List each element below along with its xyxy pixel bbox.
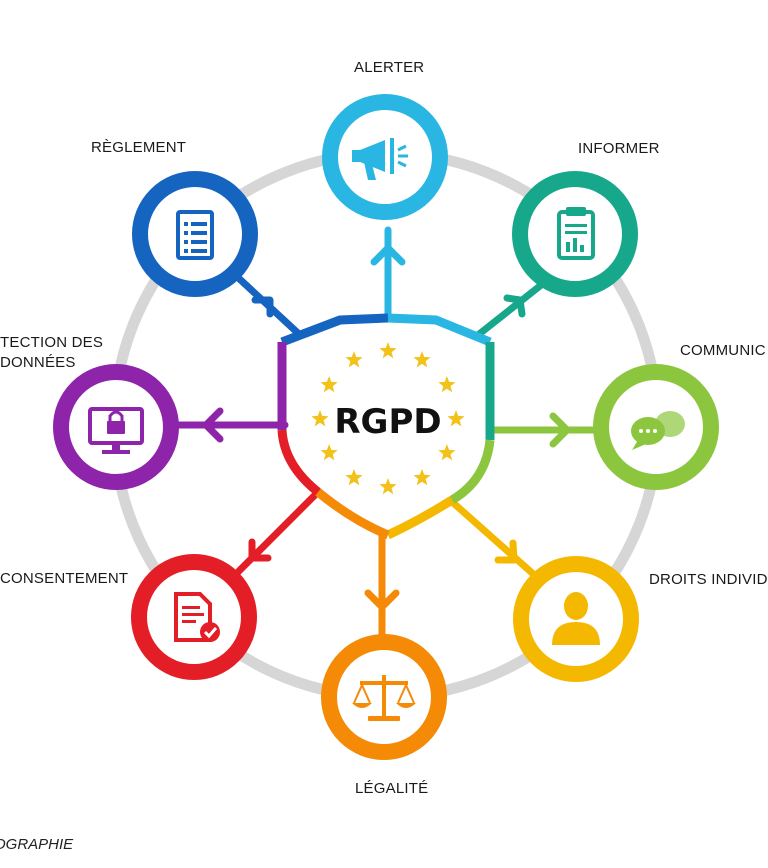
clipboard-report-icon [557, 207, 595, 260]
arrowhead-alerter [370, 244, 406, 266]
label-consentement: CONSENTEMENT [0, 570, 129, 587]
arrowhead-reglement [251, 296, 274, 318]
arrowhead-communiquer [549, 412, 571, 448]
label-communiquer: COMMUNIC [680, 342, 766, 359]
label-alerter: ALERTER [354, 59, 425, 76]
shield-segment-red [277, 429, 321, 496]
arrowhead-protection [202, 407, 224, 443]
rgpd-title: RGPD [334, 402, 441, 442]
eu-star [320, 376, 338, 393]
arrowhead-consentement [248, 538, 272, 562]
connectors [172, 226, 600, 640]
eu-star [379, 478, 397, 495]
nodes [53, 94, 719, 760]
eu-star [413, 351, 431, 368]
document-check-icon [174, 592, 220, 642]
scales-icon [352, 675, 416, 721]
node-droits [513, 556, 639, 682]
eu-star [447, 410, 465, 427]
rgpd-shield: RGPD [277, 313, 495, 540]
eu-star [413, 468, 431, 486]
node-alerter [322, 94, 448, 220]
connector-droits [446, 496, 544, 584]
shield-segment-yellowgreen [449, 439, 495, 504]
node-reglement [132, 171, 258, 297]
label-legalite: LÉGALITÉ [355, 780, 429, 797]
eu-star [438, 444, 456, 461]
node-communiquer [593, 364, 719, 490]
arrowhead-informer [503, 294, 526, 318]
connector-informer [474, 278, 549, 339]
label-protection-line2: DONNÉES [0, 354, 76, 371]
node-informer [512, 171, 638, 297]
connector-consentement [226, 488, 322, 584]
shield-fill [290, 325, 483, 527]
megaphone-icon [352, 138, 408, 180]
eu-stars [311, 342, 465, 495]
eu-star [320, 444, 338, 461]
eu-star [311, 410, 329, 427]
node-consentement [131, 554, 257, 680]
arrowhead-legalite [364, 589, 400, 611]
shield-segment-yellow [386, 496, 455, 540]
person-icon [552, 592, 600, 645]
shield-segment-blue [280, 313, 389, 347]
arrowhead-droits [494, 539, 518, 564]
label-reglement: RÈGLEMENT [91, 139, 187, 156]
eu-star [379, 342, 397, 359]
label-droits: DROITS INDIVID [649, 571, 768, 588]
eu-star [345, 351, 363, 368]
eu-star [345, 468, 363, 486]
chat-bubbles-icon [631, 411, 685, 450]
shield-segment-cyan [387, 313, 492, 347]
node-legalite [321, 634, 447, 760]
node-protection [53, 364, 179, 490]
footer-text: OGRAPHIE [0, 836, 74, 853]
document-list-icon [176, 210, 214, 260]
eu-star [438, 376, 456, 393]
label-informer: INFORMER [578, 140, 660, 157]
monitor-lock-icon [88, 407, 144, 454]
label-protection-line1: TECTION DES [0, 334, 104, 351]
shield-segment-orange [315, 488, 390, 540]
